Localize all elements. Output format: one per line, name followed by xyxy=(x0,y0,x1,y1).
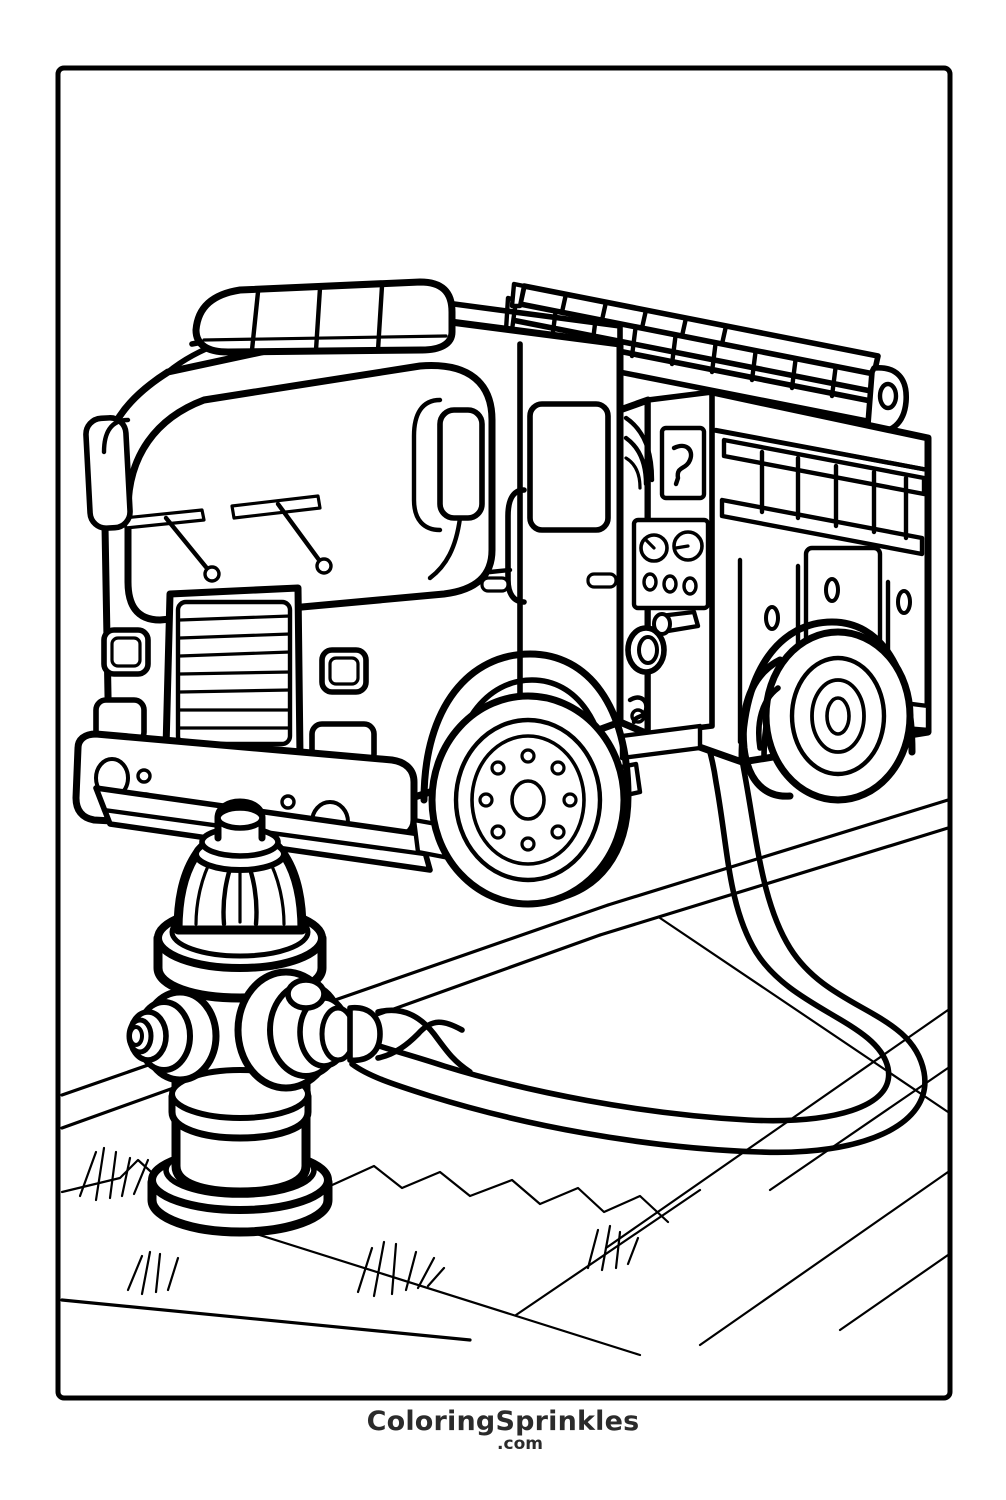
side-mirror xyxy=(411,397,485,581)
compartment-handle xyxy=(764,605,780,631)
lug-bolt xyxy=(562,792,578,808)
compartment-handle xyxy=(896,589,912,615)
truck-front-face xyxy=(93,584,377,767)
watermark-tld: .com xyxy=(497,1434,543,1454)
grass-tuft xyxy=(126,1250,180,1296)
door-handle xyxy=(480,576,510,593)
pump-gauge xyxy=(639,533,669,563)
grass-tuft xyxy=(356,1240,446,1298)
wheel-hub xyxy=(825,696,851,736)
lug-bolt xyxy=(550,760,566,776)
lug-bolt xyxy=(490,824,506,840)
windshield-wipers xyxy=(122,494,333,583)
hydrant-cap xyxy=(214,798,266,842)
compartment-handle xyxy=(824,577,840,603)
light-bar xyxy=(192,278,456,356)
pump-panel xyxy=(616,389,715,761)
ladder-pivot-hole xyxy=(877,381,899,411)
wheel-hub xyxy=(510,779,546,821)
hydrant-nozzle-right xyxy=(234,968,383,1092)
front-wheel xyxy=(420,650,632,908)
hydrant-nozzle-left xyxy=(126,988,220,1084)
door-handle xyxy=(586,572,618,589)
lug-bolt xyxy=(550,824,566,840)
pump-gauge xyxy=(672,530,704,562)
fire-truck xyxy=(72,278,932,908)
watermark-brand: ColoringSprinkles xyxy=(366,1406,640,1437)
truck-cab xyxy=(72,278,643,873)
grass-tuft xyxy=(78,1146,150,1202)
grass-tuft xyxy=(586,1224,640,1272)
pump-button xyxy=(682,576,698,596)
side-mirror xyxy=(83,415,133,531)
page-border xyxy=(55,65,953,1401)
fire-hose xyxy=(349,642,928,1156)
pump-button xyxy=(662,574,678,594)
watermark: ColoringSprinkles .com xyxy=(0,1408,1006,1453)
rear-wheels xyxy=(738,618,916,804)
lug-bolt xyxy=(520,836,536,852)
pump-button xyxy=(642,572,658,592)
ground-group xyxy=(60,798,950,1357)
lug-bolt xyxy=(520,748,536,764)
lug-bolt xyxy=(490,760,506,776)
lug-bolt xyxy=(478,792,494,808)
fire-hydrant xyxy=(126,798,473,1237)
